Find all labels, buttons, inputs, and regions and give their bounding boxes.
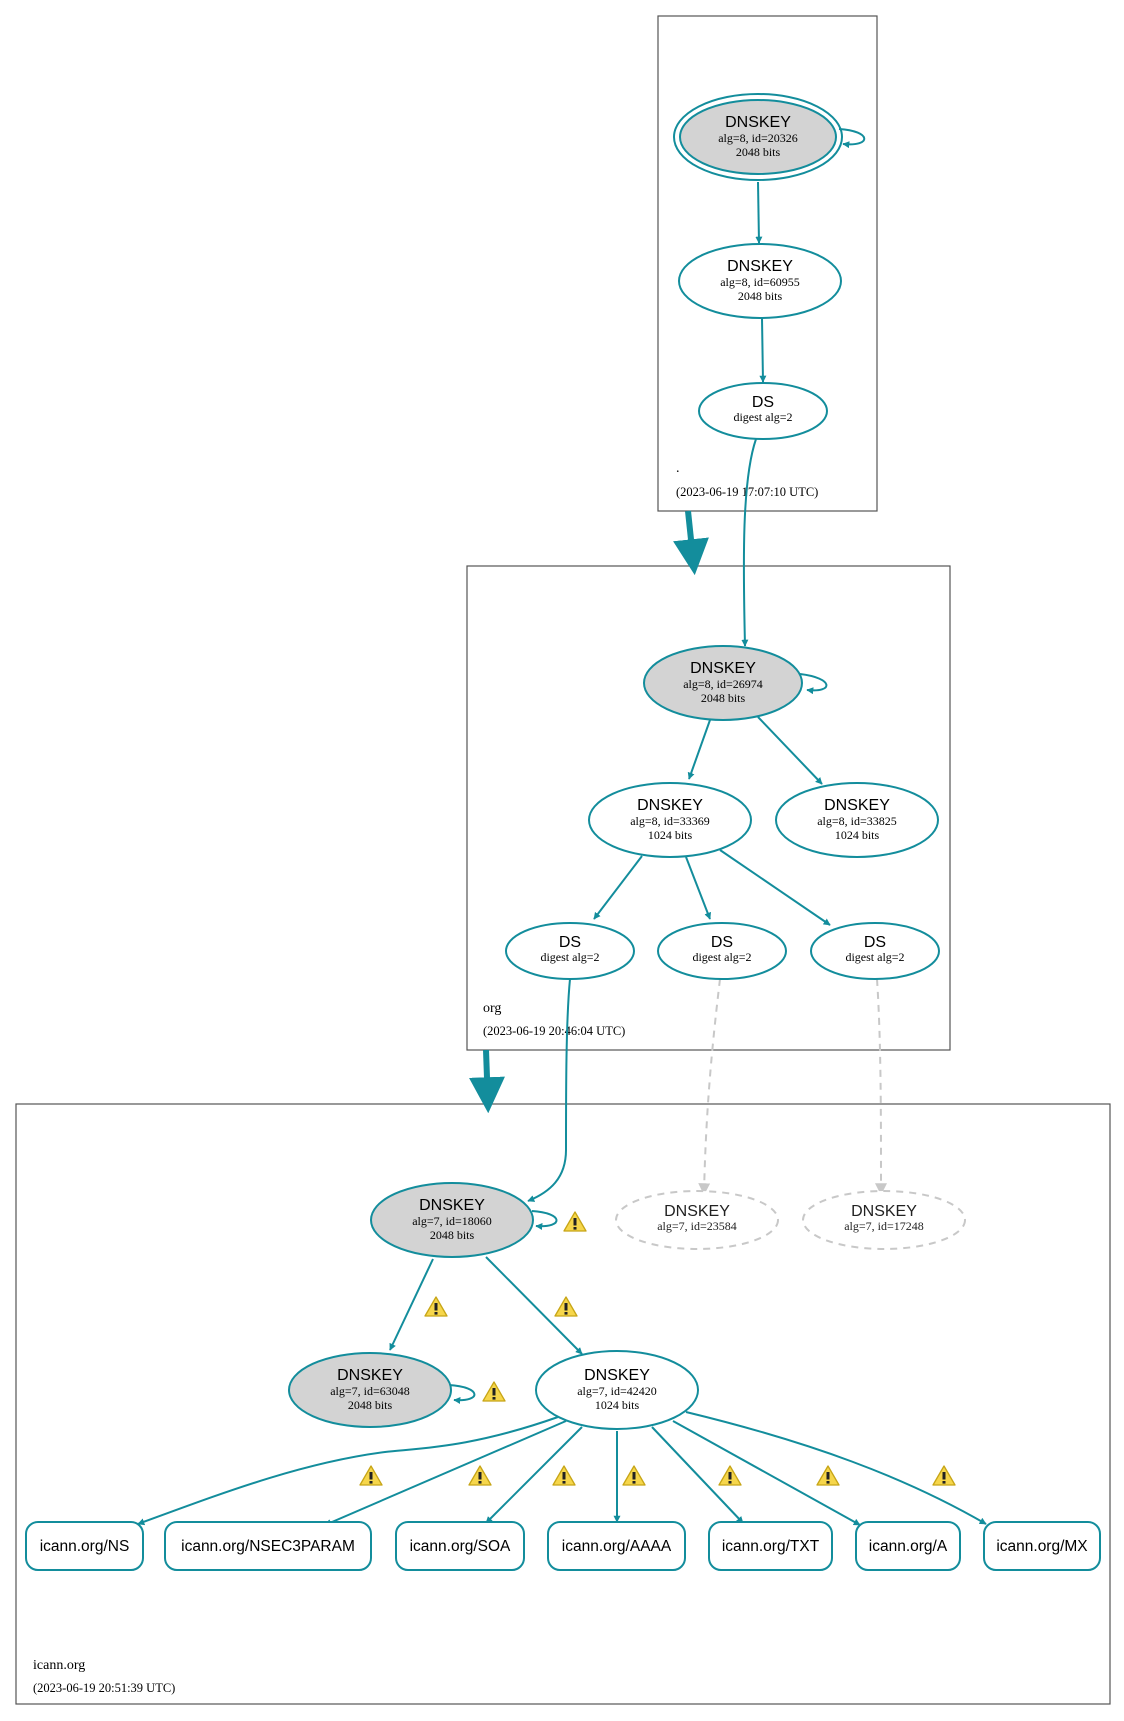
node-org-ds1-line1: digest alg=2 [540, 950, 599, 964]
rrset-ns: icann.org/NS [25, 1521, 144, 1571]
node-org-zsk1-line2: 1024 bits [648, 828, 693, 842]
node-icann-ghost1-title: DNSKEY [664, 1203, 730, 1220]
edge-root-zsk-ds [759, 317, 767, 383]
rrset-txt: icann.org/TXT [708, 1521, 833, 1571]
rrset-ns-label: icann.org/NS [40, 1538, 130, 1555]
node-icann-zsk: DNSKEY alg=7, id=42420 1024 bits [535, 1350, 699, 1430]
edge-org-ksk-zsk1 [687, 719, 711, 780]
rrset-a: icann.org/A [855, 1521, 961, 1571]
rrset-mx-label: icann.org/MX [996, 1538, 1088, 1555]
node-icann-ghost1: DNSKEY alg=7, id=23584 [615, 1190, 779, 1250]
rrset-soa-label: icann.org/SOA [410, 1538, 511, 1555]
node-icann-zsk-line2: 1024 bits [595, 1398, 640, 1412]
edge-icann-zsk-mx [685, 1411, 987, 1525]
edge-org-zsk1-ds1 [593, 855, 643, 920]
zone-org-name: org [483, 1001, 501, 1016]
node-root-ds: DS digest alg=2 [698, 382, 828, 440]
node-icann-key2-title: DNSKEY [337, 1367, 403, 1384]
node-root-zsk-line2: 2048 bits [738, 289, 783, 303]
edge-root-ksk-zsk [755, 181, 763, 244]
zone-root-name: . [676, 461, 680, 476]
rrset-mx: icann.org/MX [983, 1521, 1101, 1571]
node-org-ds2-title: DS [711, 934, 733, 951]
node-icann-ksk-title: DNSKEY [419, 1197, 485, 1214]
edge-org-ds1-icann-ksk [527, 978, 571, 1202]
node-icann-ksk-line2: 2048 bits [430, 1228, 475, 1242]
node-org-zsk1: DNSKEY alg=8, id=33369 1024 bits [588, 782, 752, 858]
rrset-aaaa-label: icann.org/AAAA [562, 1538, 672, 1555]
node-root-ksk-line1: alg=8, id=20326 [718, 131, 798, 145]
node-org-ds1-title: DS [559, 934, 581, 951]
edge-org-ds2-ghost1 [698, 978, 721, 1196]
edge-icann-zsk-nsec3param [324, 1420, 567, 1526]
node-icann-ghost1-line1: alg=7, id=23584 [657, 1219, 737, 1233]
rrset-a-label: icann.org/A [869, 1538, 948, 1555]
node-org-zsk2-line1: alg=8, id=33825 [817, 814, 897, 828]
node-icann-key2-line1: alg=7, id=63048 [330, 1384, 410, 1398]
zone-org-timestamp: (2023-06-19 20:46:04 UTC) [483, 1024, 625, 1038]
rrset-aaaa: icann.org/AAAA [547, 1521, 686, 1571]
rrset-txt-label: icann.org/TXT [722, 1538, 820, 1555]
node-org-ksk-line1: alg=8, id=26974 [683, 677, 763, 691]
node-root-zsk-line1: alg=8, id=60955 [720, 275, 800, 289]
node-icann-key2: DNSKEY alg=7, id=63048 2048 bits [288, 1352, 452, 1428]
edge-org-ds3-ghost2 [874, 978, 887, 1196]
node-org-ds3-line1: digest alg=2 [845, 950, 904, 964]
node-icann-ghost2-title: DNSKEY [851, 1203, 917, 1220]
node-root-ksk: DNSKEY alg=8, id=20326 2048 bits [673, 93, 843, 181]
node-org-zsk2: DNSKEY alg=8, id=33825 1024 bits [775, 782, 939, 858]
node-icann-zsk-line1: alg=7, id=42420 [577, 1384, 657, 1398]
node-org-zsk1-title: DNSKEY [637, 797, 703, 814]
node-org-ds1: DS digest alg=2 [505, 922, 635, 980]
node-root-ds-line1: digest alg=2 [733, 410, 792, 424]
edge-icann-zsk-txt [651, 1426, 744, 1524]
delegation-arrow-org-icann [468, 1049, 505, 1114]
edge-root-ds-org-ksk [741, 438, 757, 647]
node-org-ksk: DNSKEY alg=8, id=26974 2048 bits [643, 645, 803, 721]
node-root-ksk-title: DNSKEY [725, 114, 791, 131]
node-org-ksk-title: DNSKEY [690, 660, 756, 677]
node-org-zsk2-line2: 1024 bits [835, 828, 880, 842]
node-icann-ghost2-line1: alg=7, id=17248 [844, 1219, 924, 1233]
rrset-nsec3param: icann.org/NSEC3PARAM [164, 1521, 372, 1571]
edge-root-ksk-self [838, 128, 866, 149]
node-icann-ksk-line1: alg=7, id=18060 [412, 1214, 492, 1228]
edge-icann-ksk-key2 [389, 1258, 434, 1351]
edge-org-ksk-self [799, 673, 828, 695]
node-root-zsk: DNSKEY alg=8, id=60955 2048 bits [678, 243, 842, 319]
edge-icann-ksk-zsk [485, 1256, 583, 1355]
node-org-zsk1-line1: alg=8, id=33369 [630, 814, 710, 828]
node-icann-ghost2: DNSKEY alg=7, id=17248 [802, 1190, 966, 1250]
edge-icann-zsk-a [672, 1420, 861, 1526]
node-org-ksk-line2: 2048 bits [701, 691, 746, 705]
node-icann-ksk: DNSKEY alg=7, id=18060 2048 bits [370, 1182, 534, 1258]
node-org-ds2: DS digest alg=2 [657, 922, 787, 980]
node-org-ds3-title: DS [864, 934, 886, 951]
node-root-ksk-line2: 2048 bits [736, 145, 781, 159]
node-org-zsk2-title: DNSKEY [824, 797, 890, 814]
delegation-arrow-root-org [673, 510, 709, 576]
edge-icann-zsk-soa [485, 1426, 583, 1524]
edge-icann-zsk-ns [137, 1416, 559, 1526]
node-org-ds2-line1: digest alg=2 [692, 950, 751, 964]
rrset-nsec3param-label: icann.org/NSEC3PARAM [181, 1538, 355, 1555]
node-org-ds3: DS digest alg=2 [810, 922, 940, 980]
edge-org-ksk-zsk2 [757, 716, 823, 785]
zone-icann-name: icann.org [33, 1658, 85, 1673]
edge-org-zsk1-ds2 [685, 856, 711, 920]
edge-icann-key2-self [448, 1384, 476, 1404]
node-icann-zsk-title: DNSKEY [584, 1367, 650, 1384]
edge-org-zsk1-ds3 [719, 849, 831, 926]
node-icann-key2-line2: 2048 bits [348, 1398, 393, 1412]
zone-icann-timestamp: (2023-06-19 20:51:39 UTC) [33, 1681, 175, 1695]
rrset-soa: icann.org/SOA [395, 1521, 525, 1571]
node-root-ds-title: DS [752, 394, 774, 411]
node-root-zsk-title: DNSKEY [727, 258, 793, 275]
edge-icann-ksk-self [531, 1210, 558, 1230]
